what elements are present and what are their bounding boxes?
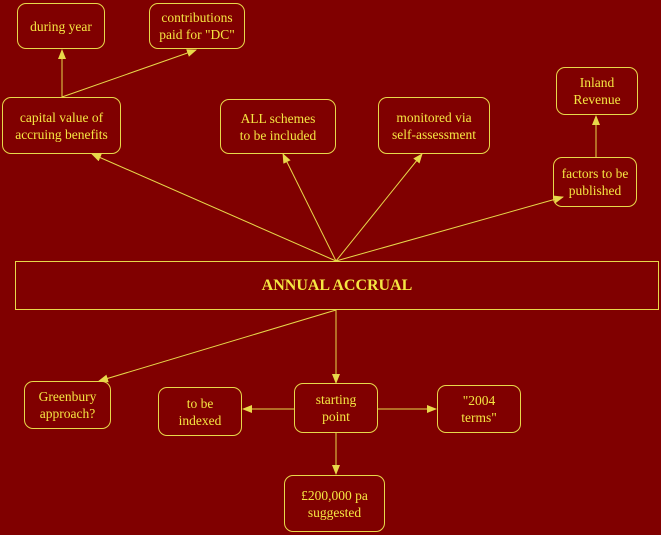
node-starting-point: starting point <box>294 383 378 433</box>
node-suggested: £200,000 pa suggested <box>284 475 385 532</box>
node-inland-revenue: Inland Revenue <box>556 67 638 115</box>
node-2004-terms: "2004 terms" <box>437 385 521 433</box>
node-capital-value: capital value of accruing benefits <box>2 97 121 154</box>
edge-accrual-greenbury <box>98 309 337 383</box>
node-annual-accrual: ANNUAL ACCRUAL <box>15 261 659 310</box>
edge-accrual-factors <box>335 195 564 262</box>
edge-accrual-monitored <box>335 153 423 262</box>
edge-accrual-all-schemes <box>282 153 337 262</box>
node-indexed: to be indexed <box>158 387 242 436</box>
node-during-year: during year <box>17 3 105 49</box>
node-greenbury: Greenbury approach? <box>24 381 111 429</box>
node-contributions: contributions paid for "DC" <box>149 3 245 49</box>
node-monitored: monitored via self-assessment <box>378 97 490 154</box>
node-all-schemes: ALL schemes to be included <box>220 99 336 154</box>
edge-accrual-capital-value <box>91 153 337 262</box>
node-factors: factors to be published <box>553 157 637 207</box>
edge-capital-value-contributions <box>61 49 197 98</box>
